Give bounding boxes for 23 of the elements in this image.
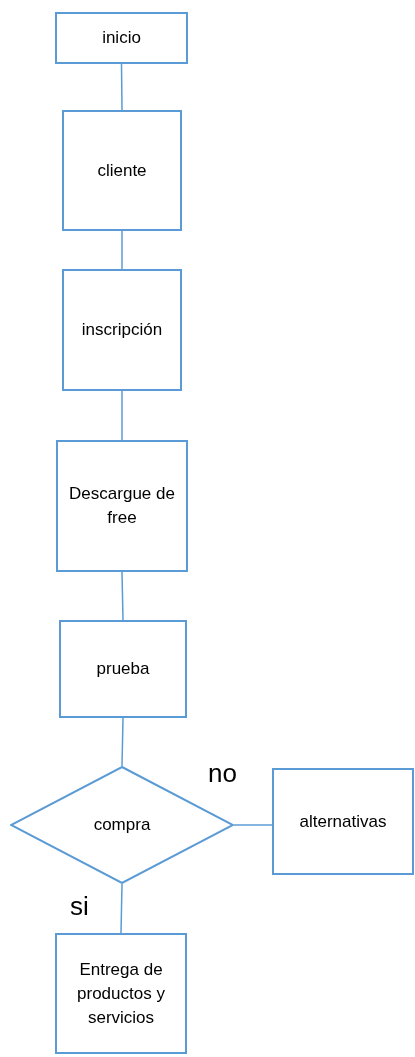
node-text: compra bbox=[92, 814, 152, 836]
process-box bbox=[62, 110, 182, 231]
process-box bbox=[55, 12, 188, 64]
node-text: Descargue de free bbox=[68, 483, 176, 529]
connector-line bbox=[121, 717, 124, 767]
connector-line bbox=[121, 230, 123, 270]
node-text: inscripción bbox=[80, 319, 164, 341]
node-text: Entrega de productos y servicios bbox=[76, 958, 166, 1029]
node-text: prueba bbox=[95, 658, 151, 680]
node-text: inicio bbox=[101, 27, 142, 49]
process-box bbox=[272, 768, 414, 875]
node-text: cliente bbox=[96, 159, 148, 182]
connector-line bbox=[121, 390, 123, 441]
process-box bbox=[56, 440, 188, 572]
node-text: alternativas bbox=[298, 810, 388, 833]
connector-line bbox=[120, 63, 123, 111]
process-box bbox=[59, 620, 187, 718]
connector-line bbox=[120, 883, 123, 934]
connector-line bbox=[233, 824, 273, 826]
connector-line bbox=[121, 571, 124, 621]
process-box bbox=[62, 269, 182, 391]
process-box bbox=[55, 933, 187, 1054]
decision-diamond bbox=[10, 766, 234, 884]
